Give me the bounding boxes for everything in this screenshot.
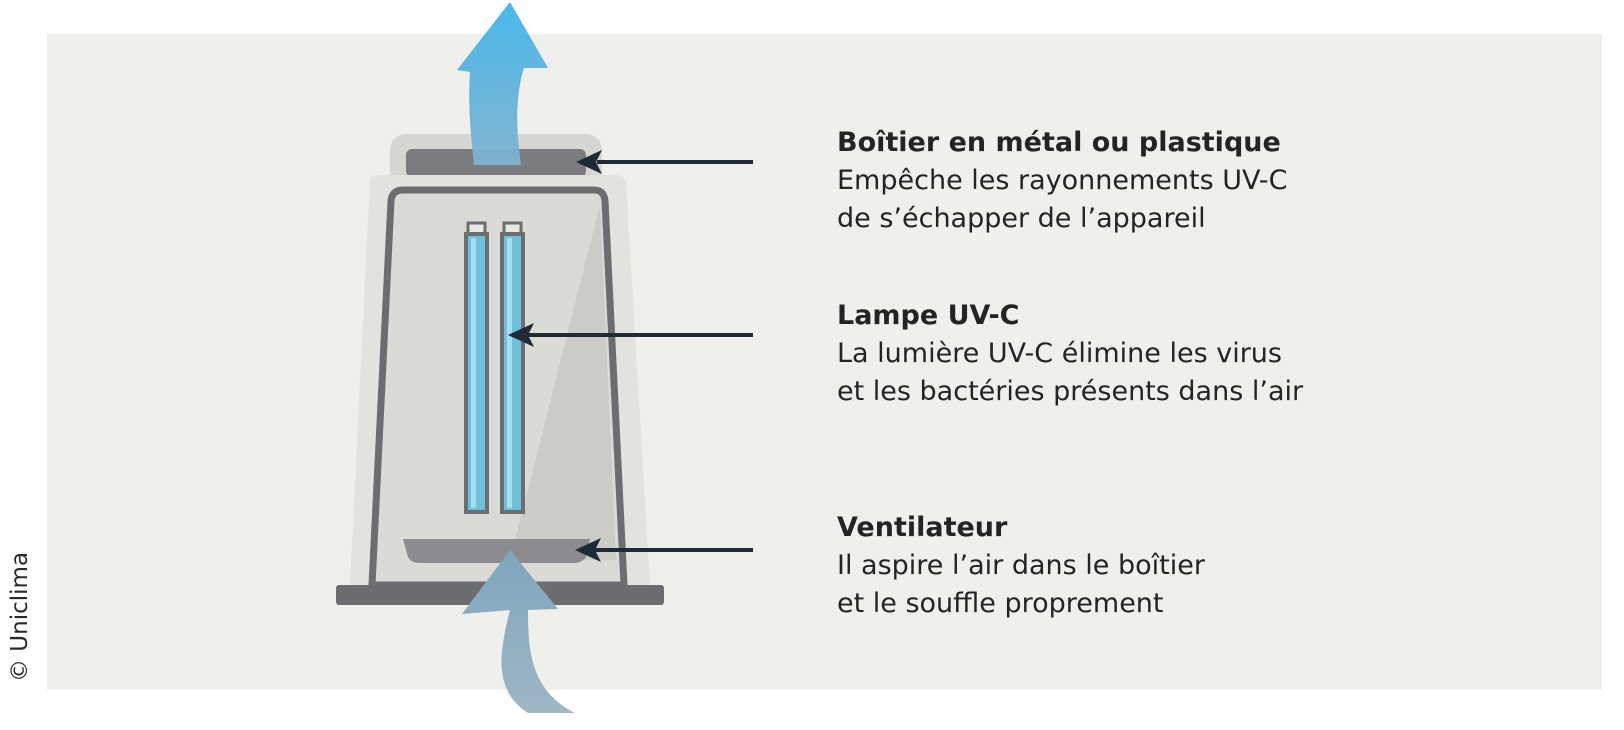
copyright-credit: © Uniclima [7,551,33,682]
label-title: Lampe UV-C [837,300,1020,331]
label-line: et les bactéries présents dans l’air [837,376,1304,407]
label-boitier: Boîtier en métal ou plastique Empêche le… [837,124,1288,238]
fan-blade [403,539,590,563]
pointer-arrow-lampe [508,323,753,347]
pointer-arrow-boitier [576,150,753,174]
label-line: Empêche les rayonnements UV-C [837,165,1288,196]
label-title: Boîtier en métal ou plastique [837,127,1281,158]
casing-reflection [510,205,616,560]
purifier-device [336,134,664,605]
background-panel [47,34,1602,690]
label-lampe-uvc: Lampe UV-C La lumière UV-C élimine les v… [837,297,1303,411]
label-line: Il aspire l’air dans le boîtier [837,550,1205,581]
label-line: et le souffle proprement [837,588,1164,619]
pointer-arrow-ventilateur [575,538,753,562]
airflow-in-arrow [462,550,575,713]
label-title: Ventilateur [837,512,1008,543]
uv-lamp-left [464,221,489,514]
label-line: de s’échapper de l’appareil [837,203,1206,234]
label-line: La lumière UV-C élimine les virus [837,338,1282,369]
uv-lamp-right [500,221,525,514]
label-ventilateur: Ventilateur Il aspire l’air dans le boît… [837,509,1205,623]
airflow-out-arrow [457,2,548,165]
